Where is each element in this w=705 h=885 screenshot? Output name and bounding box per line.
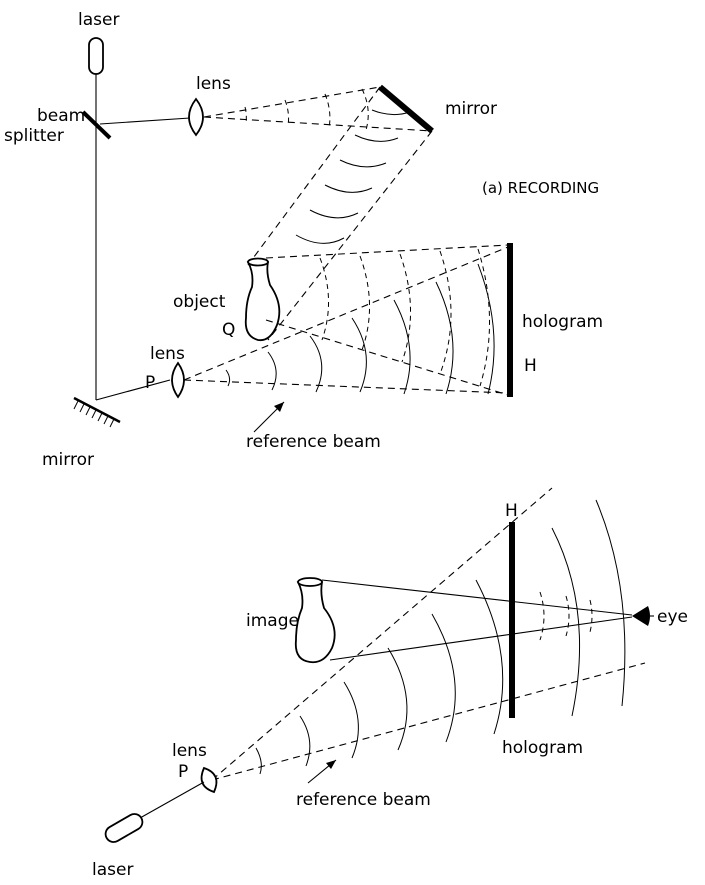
object-label: object (173, 292, 226, 312)
reference-beam-label-reconstruction: reference beam (296, 790, 431, 810)
mirror-bottom-hatch (73, 400, 115, 428)
mirror-top (378, 84, 434, 134)
lens-top (188, 97, 204, 137)
point-p-label-reconstruction: P (178, 762, 188, 782)
mirror-top-label: mirror (445, 99, 497, 119)
point-p-label-recording: P (145, 373, 155, 393)
beam-splitter (81, 110, 112, 140)
point-h-label-reconstruction: H (505, 501, 518, 521)
mirror-bottom (73, 396, 121, 424)
image-label: image (246, 611, 299, 631)
lens-reconstruction (200, 766, 218, 794)
lens-top-label: lens (196, 74, 231, 94)
hologram-label-reconstruction: hologram (502, 738, 583, 758)
laser-top-label: laser (78, 10, 119, 30)
eye-icon (632, 606, 650, 626)
laser-top (88, 37, 104, 75)
lens-bottom-label: lens (150, 344, 185, 364)
mirror-bottom-label: mirror (42, 450, 94, 470)
eye-label: eye (657, 607, 688, 627)
beam-splitter-label-1: beam (37, 106, 85, 126)
reference-beam-label-recording: reference beam (246, 432, 381, 452)
recording-setup: laser beam splitter lens mirror (a) RECO… (4, 10, 603, 470)
laser-bottom (104, 813, 144, 843)
object-vase (244, 259, 281, 342)
reconstruction-setup: H hologram image eye lens P reference be… (92, 487, 688, 880)
hologram-label-recording: hologram (522, 312, 603, 332)
point-h-label-recording: H (524, 356, 537, 376)
point-q-label: Q (222, 320, 235, 340)
image-vase (294, 579, 336, 664)
lens-bottom (171, 361, 185, 399)
recording-title: (a) RECORDING (482, 179, 599, 197)
beam-splitter-label-2: splitter (4, 126, 64, 146)
lens-label-reconstruction: lens (172, 741, 207, 761)
laser-bottom-label: laser (92, 860, 133, 880)
beam-to-top-lens (99, 117, 191, 125)
